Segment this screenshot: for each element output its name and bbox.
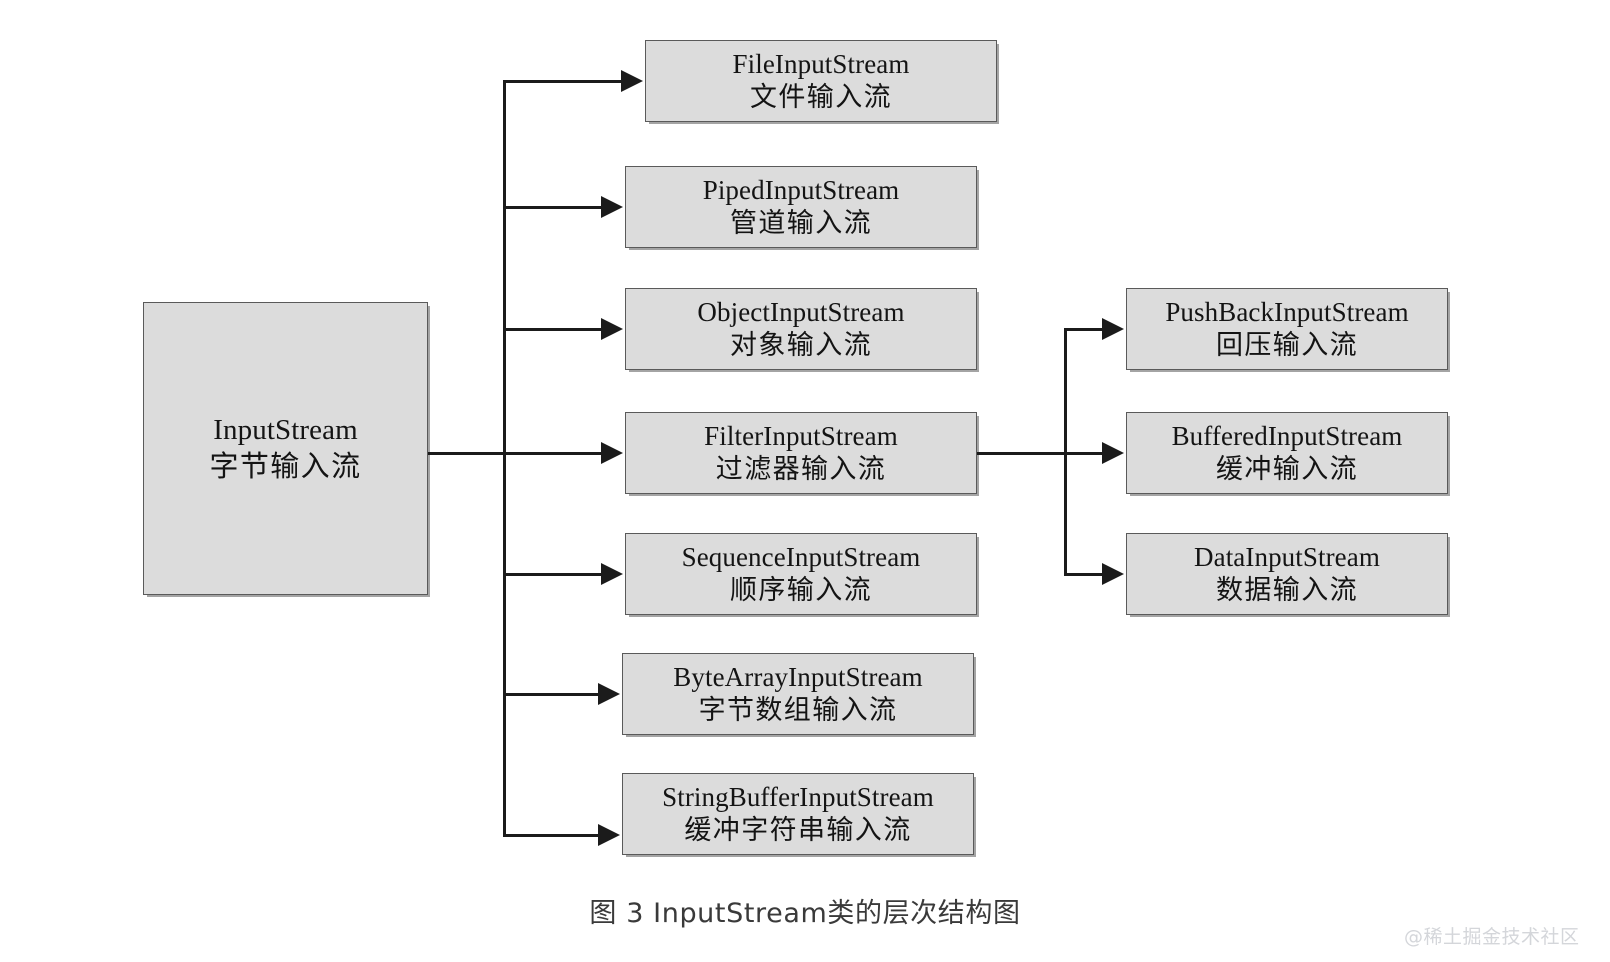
arrowhead-filterinputstream: [601, 442, 623, 464]
node-title-en: ObjectInputStream: [697, 296, 905, 327]
arrowhead-pushbackinputstream: [1102, 318, 1124, 340]
arrowhead-stringbufferinputstream: [598, 824, 620, 846]
node-title-cn: 过滤器输入流: [715, 454, 887, 485]
connector-branch-pipedinputstream: [503, 206, 605, 209]
node-title-en: InputStream: [213, 413, 358, 446]
node-title-cn: 字节输入流: [209, 448, 362, 483]
node-title-cn: 回压输入流: [1216, 330, 1358, 361]
arrowhead-bytearrayinputstream: [598, 683, 620, 705]
node-pushbackinputstream: PushBackInputStream 回压输入流: [1126, 288, 1448, 370]
node-title-cn: 顺序输入流: [730, 575, 872, 606]
node-title-en: ByteArrayInputStream: [673, 661, 923, 692]
node-title-en: PipedInputStream: [702, 174, 900, 205]
node-pipedinputstream: PipedInputStream 管道输入流: [625, 166, 977, 248]
node-title-cn: 数据输入流: [1216, 575, 1358, 606]
watermark: @稀土掘金技术社区: [1404, 926, 1580, 948]
arrowhead-fileinputstream: [621, 70, 643, 92]
connector-trunk-vertical: [503, 80, 506, 837]
figure-caption: 图 3 InputStream类的层次结构图: [589, 898, 1021, 929]
node-title-cn: 字节数组输入流: [698, 695, 898, 726]
node-datainputstream: DataInputStream 数据输入流: [1126, 533, 1448, 615]
node-filterinputstream: FilterInputStream 过滤器输入流: [625, 412, 977, 494]
arrowhead-objectinputstream: [601, 318, 623, 340]
connector-branch-bufferedinputstream: [1064, 452, 1106, 455]
node-bytearrayinputstream: ByteArrayInputStream 字节数组输入流: [622, 653, 974, 735]
node-inputstream: InputStream 字节输入流: [143, 302, 428, 595]
arrowhead-bufferedinputstream: [1102, 442, 1124, 464]
node-objectinputstream: ObjectInputStream 对象输入流: [625, 288, 977, 370]
connector-root-stub: [428, 452, 506, 455]
node-title-en: BufferedInputStream: [1171, 420, 1403, 451]
node-title-en: PushBackInputStream: [1165, 296, 1409, 327]
node-fileinputstream: FileInputStream 文件输入流: [645, 40, 997, 122]
arrowhead-sequenceinputstream: [601, 563, 623, 585]
node-stringbufferinputstream: StringBufferInputStream 缓冲字符串输入流: [622, 773, 974, 855]
connector-branch-objectinputstream: [503, 328, 605, 331]
node-title-en: FileInputStream: [732, 48, 910, 79]
node-title-cn: 缓冲输入流: [1216, 454, 1358, 485]
arrowhead-pipedinputstream: [601, 196, 623, 218]
connector-branch-stringbufferinputstream: [503, 834, 602, 837]
node-title-cn: 文件输入流: [750, 82, 892, 113]
connector-filter-stub: [977, 452, 1067, 455]
node-title-cn: 对象输入流: [730, 330, 872, 361]
node-title-en: SequenceInputStream: [681, 541, 921, 572]
arrowhead-datainputstream: [1102, 563, 1124, 585]
connector-branch-bytearrayinputstream: [503, 693, 602, 696]
node-title-en: StringBufferInputStream: [662, 781, 934, 812]
connector-branch-sequenceinputstream: [503, 573, 605, 576]
node-title-cn: 管道输入流: [730, 208, 872, 239]
node-title-en: DataInputStream: [1194, 541, 1380, 572]
node-title-en: FilterInputStream: [704, 420, 898, 451]
connector-branch-filterinputstream: [503, 452, 605, 455]
connector-branch-fileinputstream: [503, 80, 625, 83]
node-title-cn: 缓冲字符串输入流: [684, 815, 912, 846]
connector-branch-pushbackinputstream: [1064, 328, 1106, 331]
node-sequenceinputstream: SequenceInputStream 顺序输入流: [625, 533, 977, 615]
connector-branch-datainputstream: [1064, 573, 1106, 576]
node-bufferedinputstream: BufferedInputStream 缓冲输入流: [1126, 412, 1448, 494]
